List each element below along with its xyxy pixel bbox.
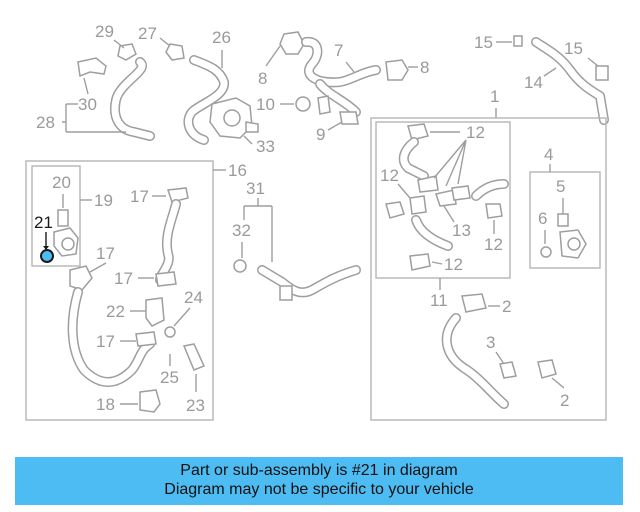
callout-5: 5 <box>556 177 565 196</box>
callout-13: 13 <box>452 221 471 240</box>
clip-part-29 <box>117 43 137 61</box>
cap-part-18 <box>139 389 161 413</box>
bolt-part-15b <box>595 65 609 81</box>
callout-8a: 8 <box>258 69 267 88</box>
plug-part-10 <box>295 96 311 112</box>
callout-4: 4 <box>544 145 553 164</box>
callout-27: 27 <box>138 24 157 43</box>
bracket-part-30 <box>77 57 107 78</box>
callout-16: 16 <box>228 161 247 180</box>
clip-part-2a <box>461 293 487 313</box>
callout-17a: 17 <box>130 187 149 206</box>
callout-26: 26 <box>212 28 231 47</box>
seal-part-32 <box>233 259 247 273</box>
clip-part-12f <box>409 253 431 271</box>
callout-12c: 12 <box>484 235 503 254</box>
callout-12a: 12 <box>466 123 485 142</box>
callout-24: 24 <box>184 288 203 307</box>
box-19 <box>31 165 81 267</box>
seal-part-24 <box>164 326 176 338</box>
callout-28: 28 <box>36 113 55 132</box>
callout-3: 3 <box>486 333 495 352</box>
box-16 <box>25 160 214 421</box>
callout-2a: 2 <box>502 297 511 316</box>
callout-17c: 17 <box>114 269 133 288</box>
clip-part-17a <box>166 187 189 203</box>
bolt-part-15a <box>513 35 523 47</box>
o-ring-part-21-highlighted <box>40 249 54 263</box>
clip-part-5 <box>557 213 569 227</box>
callout-17b: 17 <box>96 244 115 263</box>
callout-17d: 17 <box>96 332 115 351</box>
right-box-group: 1 12 12 13 12 12 4 5 <box>370 87 607 421</box>
callout-29: 29 <box>95 22 114 41</box>
fitting-left <box>385 201 405 219</box>
fitting-part-3 <box>499 361 517 379</box>
clip-part-12a <box>407 123 429 141</box>
callout-8b: 8 <box>420 58 429 77</box>
callout-12d: 12 <box>444 255 463 274</box>
box-4 <box>529 171 601 269</box>
callout-31: 31 <box>246 179 265 198</box>
top-right-group: 15 15 14 <box>474 33 609 125</box>
clip-part-20 <box>57 209 69 227</box>
callout-14: 14 <box>524 73 543 92</box>
callout-23: 23 <box>186 396 205 415</box>
clip-part-12b <box>417 175 439 193</box>
bracket-part <box>317 95 331 115</box>
callout-15b: 15 <box>564 39 583 58</box>
clip-part-17d <box>135 331 157 347</box>
cap-part-8a <box>279 31 305 55</box>
callout-19: 19 <box>94 191 113 210</box>
callout-30: 30 <box>78 95 97 114</box>
parts-diagram: 29 27 26 30 28 33 8 7 8 10 9 <box>25 22 609 421</box>
callout-22: 22 <box>106 302 125 321</box>
clip-part-12c <box>451 185 471 201</box>
top-left-group: 29 27 26 30 28 33 <box>36 22 275 156</box>
clip-part-12d <box>409 195 427 215</box>
callout-25: 25 <box>160 368 179 387</box>
callout-9: 9 <box>316 125 325 144</box>
sensor-part-23 <box>182 343 206 371</box>
box-1 <box>370 117 607 421</box>
cap-part-8b <box>385 59 409 81</box>
callout-6: 6 <box>538 209 547 228</box>
callout-10: 10 <box>256 95 275 114</box>
clip-part-27 <box>165 43 185 61</box>
callout-2b: 2 <box>560 391 569 410</box>
callout-21: 21 <box>34 213 53 232</box>
callout-7: 7 <box>334 41 343 60</box>
clip-part-17b <box>155 271 177 287</box>
callout-11: 11 <box>430 291 448 310</box>
callout-12b: 12 <box>380 166 399 185</box>
callout-32: 32 <box>232 221 251 240</box>
clip-part-12e <box>485 203 503 219</box>
banner-line-disclaimer: Diagram may not be specific to your vehi… <box>164 481 474 498</box>
callout-1: 1 <box>490 87 499 106</box>
callout-20: 20 <box>52 173 71 192</box>
tee-part-13 <box>435 189 457 207</box>
top-middle-group: 8 7 8 10 9 <box>256 31 429 144</box>
seal-part-6 <box>540 246 552 258</box>
callout-33: 33 <box>256 137 275 156</box>
middle-group: 31 32 <box>232 179 361 301</box>
callout-18: 18 <box>96 395 115 414</box>
info-banner: Part or sub-assembly is #21 in diagram D… <box>15 457 623 505</box>
fitting-part-9 <box>339 111 359 125</box>
left-box-group: 16 20 19 21 17 17 17 22 24 <box>25 160 247 421</box>
callout-15a: 15 <box>474 33 493 52</box>
banner-line-part-info: Part or sub-assembly is #21 in diagram <box>180 462 458 479</box>
clip-part-17c <box>69 265 93 291</box>
clip-part-2b <box>537 359 557 379</box>
box-11 <box>375 121 511 279</box>
fitting-part-22 <box>145 297 165 327</box>
